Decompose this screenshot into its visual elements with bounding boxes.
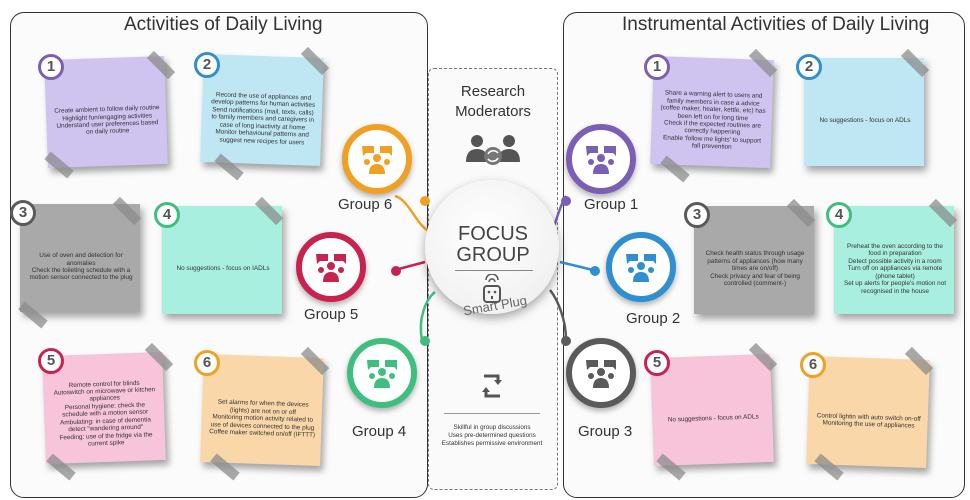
adl-panel-title: Activities of Daily Living [120, 14, 327, 36]
center-divider [455, 270, 533, 271]
moderators-note-3: Establishes permissive environment [441, 440, 543, 447]
iadl-note-6: Control lightin with auto switch on-off … [806, 355, 930, 469]
adl-note-5-number: 5 [38, 348, 64, 374]
iadl-note-2-line-1: No suggestions - focus on ADLs [819, 117, 911, 125]
moderators-title-line2: Moderators [455, 103, 531, 120]
iadl-note-1-number: 1 [644, 54, 670, 80]
adl-note-6-number: 6 [194, 350, 220, 376]
focus-label: FOCUS GROUP [438, 224, 548, 266]
adl-note-2-number: 2 [194, 52, 220, 78]
iadl-panel-title: Instrumental Activities of Daily Living [618, 14, 934, 36]
adl-note-1-line-3: Understand user preferences based on dai… [56, 119, 159, 137]
adl-note-3: Use of oven and detection for anomalies … [20, 204, 140, 312]
group-3-icon [566, 338, 636, 408]
moderators-note-1: Skillful in group discussions [453, 424, 531, 431]
group-5-dot [391, 266, 401, 276]
group-2-dot [590, 266, 600, 276]
group-1-dot [561, 196, 571, 206]
iadl-note-4-line-2: Detect possible activity in a room [848, 257, 942, 265]
group-4-dot [420, 336, 430, 346]
iadl-note-5: No suggestions - focus on ADLs [650, 353, 774, 467]
iadl-note-4-number: 4 [826, 202, 852, 228]
iadl-note-1: Share a warning alert to users and famil… [650, 55, 774, 169]
adl-note-3-line-2: Check the toileting schedule with a moti… [29, 267, 133, 282]
group-6-label: Group 6 [338, 196, 393, 213]
adl-note-3-number: 3 [10, 200, 36, 226]
iadl-note-1-line-3: Enable 'follow me lights' to support fal… [662, 134, 762, 151]
group-2-label: Group 2 [626, 310, 681, 327]
moderators-icon [462, 132, 524, 170]
group-4-icon [347, 338, 417, 408]
connector-group-4 [419, 291, 436, 341]
adl-note-3-line-1: Use of oven and detection for anomalies [39, 252, 123, 267]
iadl-note-4: Preheat the oven according to the food i… [834, 206, 954, 314]
iadl-note-2: No suggestions - focus on ADLs [804, 58, 924, 166]
iadl-note-4-line-4: Set up alerts for people's motion not re… [843, 280, 947, 295]
group-3-label: Group 3 [578, 423, 633, 440]
group-3-dot [561, 336, 571, 346]
moderators-title: Research Moderators [438, 82, 548, 122]
group-5-icon [296, 232, 366, 302]
iadl-note-6-number: 6 [800, 352, 826, 378]
group-6-icon [342, 124, 412, 194]
focus-line-2: GROUP [456, 244, 530, 266]
connector-group-2 [559, 260, 594, 272]
adl-note-6: Set alarms for when the devices (lights)… [200, 353, 324, 467]
iadl-note-3-line-2: Check privacy and fear of being controll… [710, 272, 800, 288]
iadl-note-5-number: 5 [644, 350, 670, 376]
group-6-dot [420, 196, 430, 206]
group-1-icon [566, 124, 636, 194]
focus-group-hub [425, 180, 559, 314]
moderators-notes: Skillful in group discussions Uses pre-d… [430, 424, 554, 448]
adl-note-2: Record the use of appliances and develop… [200, 53, 324, 167]
iadl-note-3-number: 3 [684, 202, 710, 228]
iadl-note-5-line-1: No suggestions - focus on ADLs [667, 413, 759, 424]
adl-note-1: Create ambient to follow daily routine H… [44, 55, 168, 169]
smart-plug-icon [478, 273, 506, 304]
moderators-note-2: Uses pre-determined questions [448, 432, 536, 439]
iadl-note-4-line-3: Turn off on appliances via remote (phone… [847, 265, 943, 280]
iadl-note-3-line-1: Check health status through usage patter… [705, 250, 805, 273]
iadl-note-3: Check health status through usage patter… [694, 206, 814, 314]
iadl-note-4-line-1: Preheat the oven according to the food i… [847, 243, 943, 258]
cycle-icon [478, 372, 506, 400]
adl-note-4: No suggestions - focus on IADLs [162, 206, 282, 314]
iadl-note-2-number: 2 [796, 54, 822, 80]
group-2-icon [606, 232, 676, 302]
adl-note-1-number: 1 [38, 54, 64, 80]
connector-group-3 [549, 289, 568, 341]
adl-note-2-line-3: Monitor behavioural patterns and suggest… [215, 128, 309, 147]
group-1-label: Group 1 [584, 196, 639, 213]
adl-note-4-number: 4 [154, 202, 180, 228]
adl-note-5-line-5: Feeding: use of the fridge via the curre… [59, 430, 153, 448]
focus-line-1: FOCUS [458, 223, 528, 245]
iadl-note-1-line-1: Share a warning alert to users and famil… [660, 89, 766, 122]
moderators-divider [444, 413, 540, 414]
moderators-title-line1: Research [460, 83, 526, 100]
group-4-label: Group 4 [352, 423, 407, 440]
adl-note-4-line-1: No suggestions - focus on IADLs [176, 265, 270, 273]
group-5-label: Group 5 [304, 306, 359, 323]
